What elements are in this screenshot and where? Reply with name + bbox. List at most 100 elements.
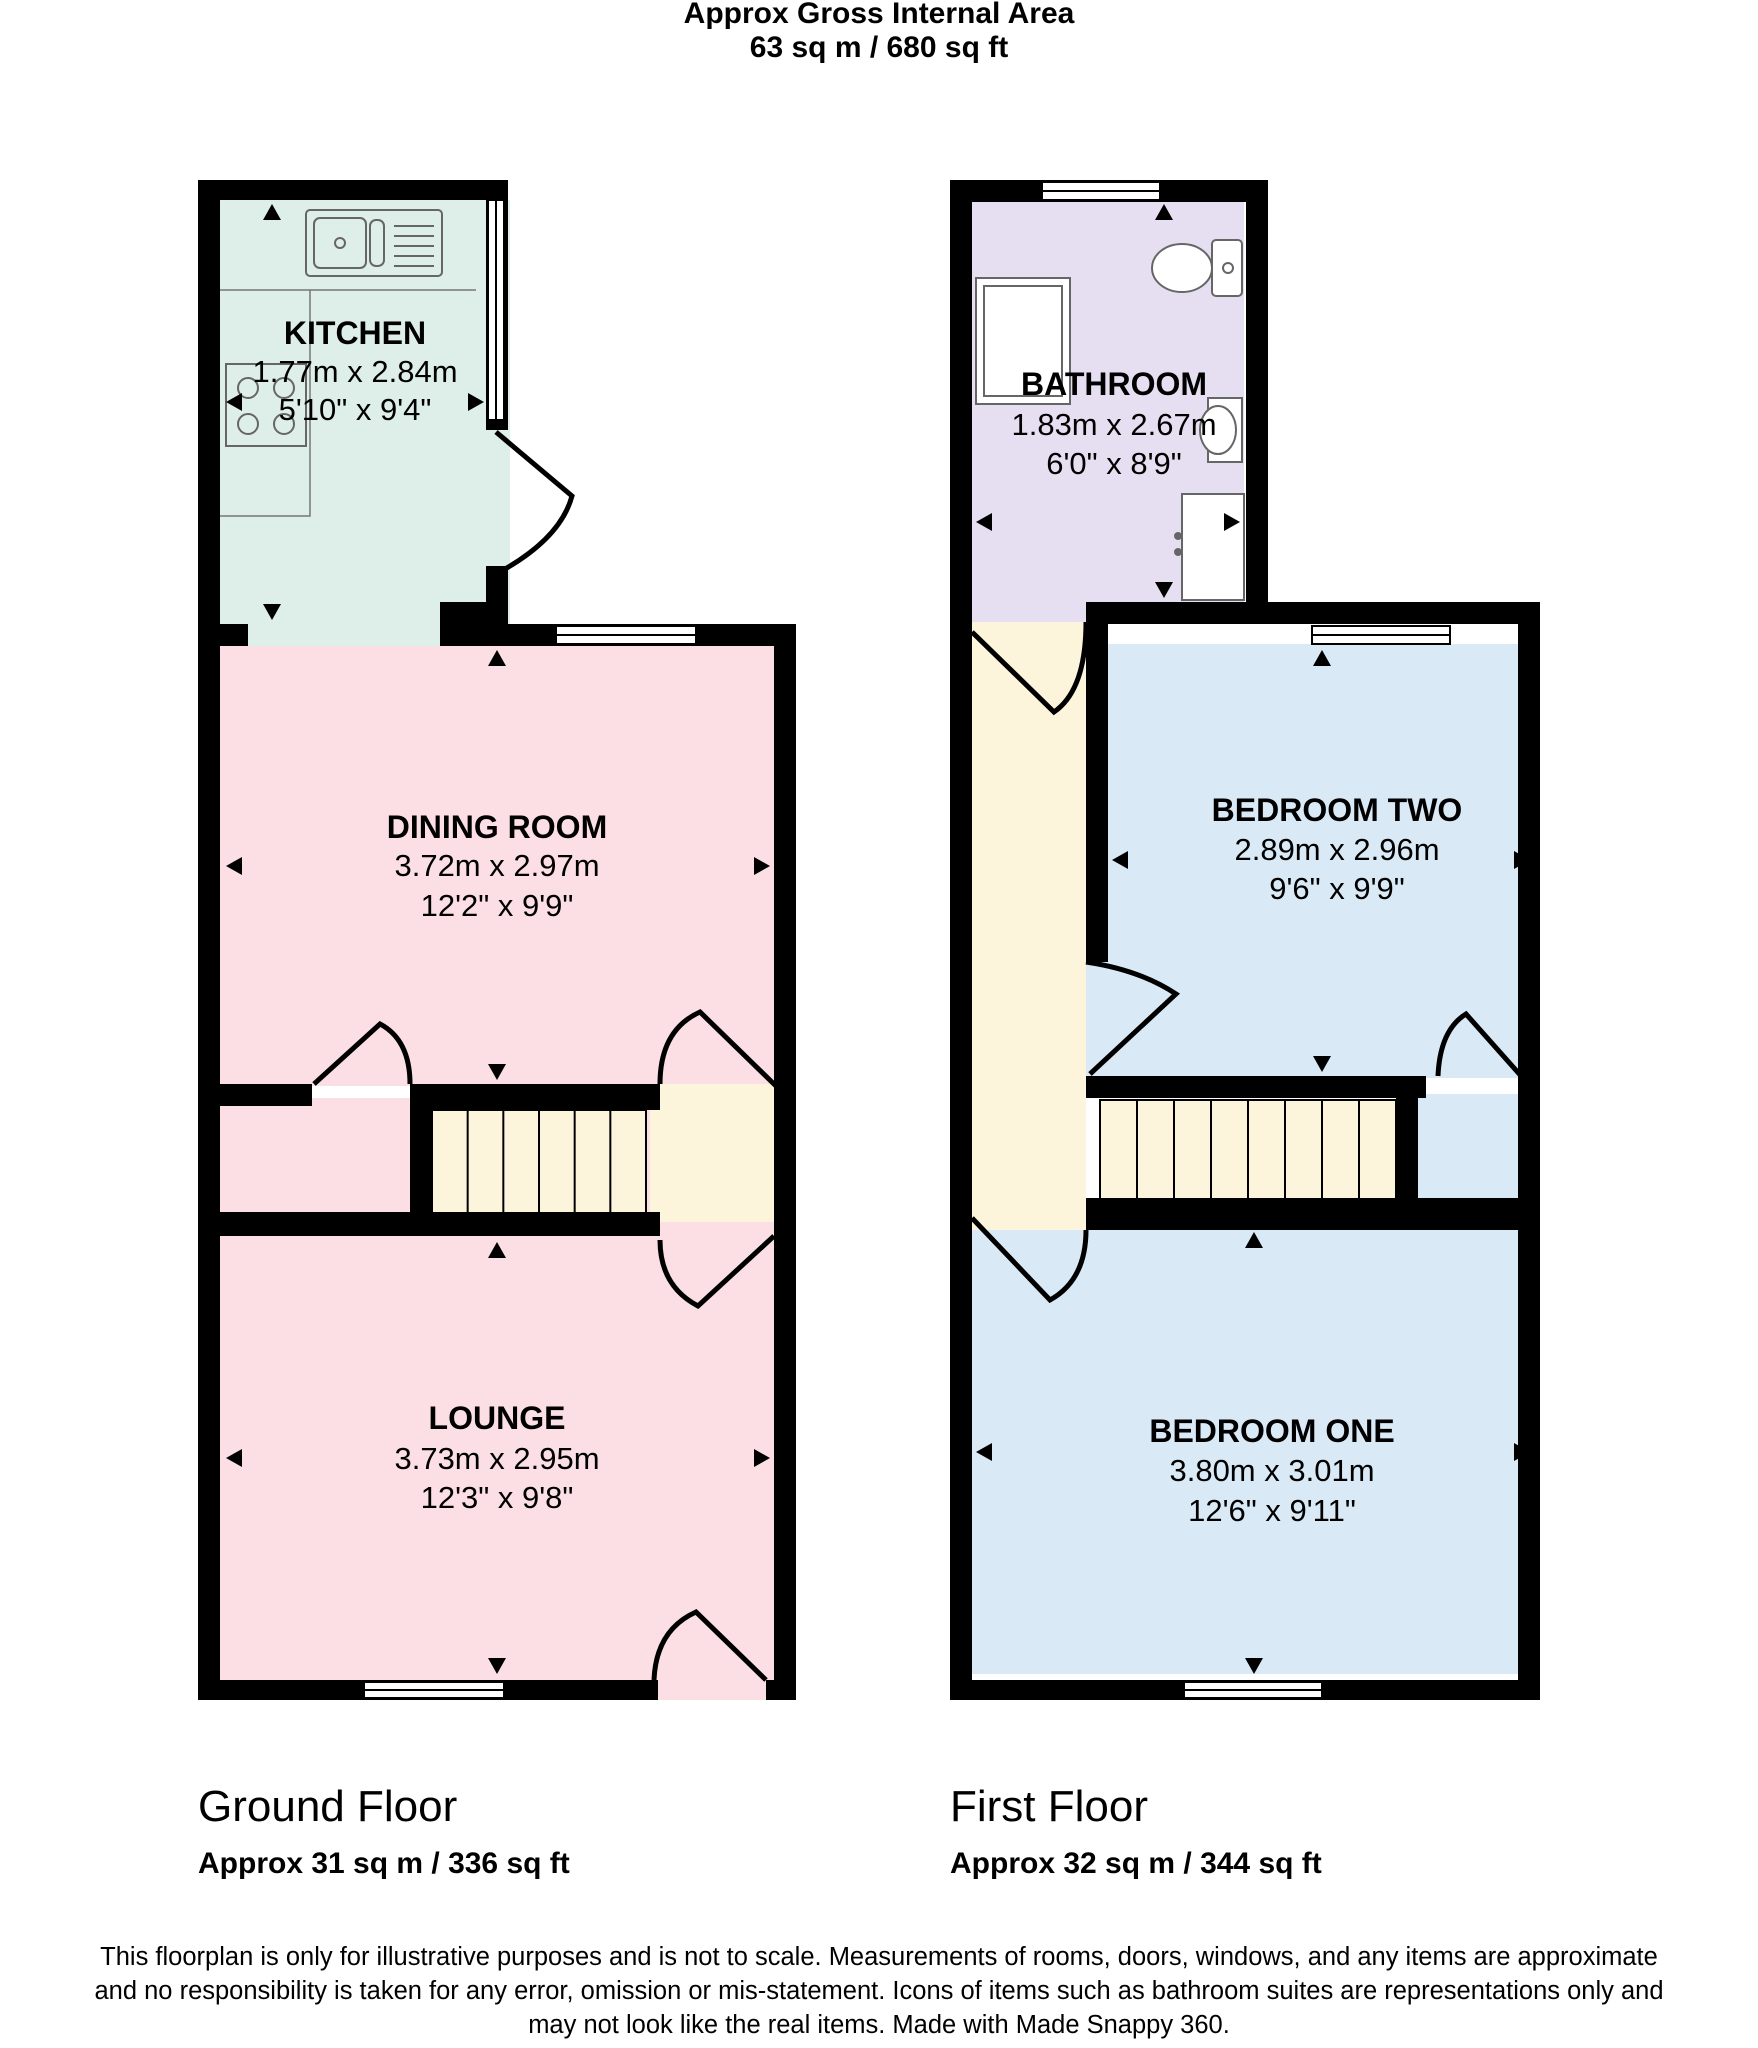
vanity-unit-icon: [1174, 493, 1245, 601]
basin-icon: [1199, 397, 1243, 463]
room-name: BATHROOM: [1021, 366, 1207, 402]
wall: [1518, 624, 1540, 1700]
wall: [1086, 602, 1540, 624]
wall: [774, 624, 796, 1700]
dimension-arrow: [488, 1242, 506, 1258]
room-label-bedroom-one: BEDROOM ONE 3.80m x 3.01m 12'6" x 9'11": [1149, 1413, 1394, 1528]
room-dimensions-imperial: 12'2" x 9'9": [421, 888, 574, 923]
fixtures: [220, 209, 1245, 601]
door-swing: [651, 1609, 768, 1682]
windows: [363, 181, 1451, 1699]
dimension-arrow: [226, 1449, 242, 1467]
fill-under-stairs: [220, 1098, 410, 1214]
door-swing: [1435, 1010, 1532, 1088]
kitchen-hob-icon: [225, 363, 307, 447]
dimension-arrow: [1245, 1232, 1263, 1248]
fill-landing: [970, 622, 1086, 1232]
fill-dining-room: [220, 646, 776, 1086]
wall: [1086, 602, 1108, 962]
dimension-arrow: [263, 204, 281, 220]
door-swing: [494, 430, 575, 577]
ground-floor-area: Approx 31 sq m / 336 sq ft: [198, 1847, 570, 1880]
room-dimensions-metric: 3.72m x 2.97m: [394, 848, 599, 883]
area-header-title: Approx Gross Internal Area: [683, 0, 1075, 30]
wall: [198, 180, 494, 200]
room-name: BEDROOM TWO: [1212, 792, 1463, 828]
dimension-arrow: [754, 857, 770, 875]
room-label-bedroom-two: BEDROOM TWO 2.89m x 2.96m 9'6" x 9'9": [1212, 792, 1463, 906]
dimension-arrow: [226, 857, 242, 875]
shower-tray-icon: [975, 277, 1071, 405]
room-dimensions-imperial: 12'3" x 9'8": [421, 1480, 574, 1515]
dimension-arrow: [488, 1064, 506, 1080]
wall: [410, 1084, 660, 1110]
door-swing: [1085, 959, 1181, 1076]
dimension-arrow: [263, 604, 281, 620]
room-name: KITCHEN: [284, 315, 426, 351]
wall: [220, 1084, 312, 1106]
fill-lounge-door-area: [650, 1240, 776, 1700]
doors: [312, 430, 1532, 1682]
dimension-arrow: [976, 1443, 992, 1461]
wall: [220, 624, 248, 646]
room-dimensions-metric: 3.73m x 2.95m: [394, 1441, 599, 1476]
wall: [1396, 1076, 1418, 1210]
room-dimensions-metric: 3.80m x 3.01m: [1169, 1453, 1374, 1488]
wall: [198, 180, 220, 1700]
room-label-kitchen: KITCHEN 1.77m x 2.84m 5'10" x 9'4": [252, 315, 457, 427]
door-swing: [657, 1234, 776, 1310]
dimension-arrow: [1313, 650, 1331, 666]
room-dimensions-metric: 2.89m x 2.96m: [1234, 832, 1439, 867]
door-swing: [970, 621, 1089, 716]
room-dimensions-imperial: 6'0" x 8'9": [1046, 446, 1182, 481]
dimension-arrow: [488, 650, 506, 666]
dimension-arrow: [1514, 851, 1530, 869]
room-dimensions-metric: 1.77m x 2.84m: [252, 354, 457, 389]
wall: [1086, 1198, 1538, 1230]
disclaimer-line: This floorplan is only for illustrative …: [100, 1943, 1658, 1971]
wall: [1246, 180, 1268, 624]
dimension-arrow: [488, 1658, 506, 1674]
dimension-arrow: [1112, 851, 1128, 869]
dimension-arrow: [976, 513, 992, 531]
room-dimensions-imperial: 12'6" x 9'11": [1188, 1493, 1356, 1528]
dimension-arrow: [1155, 582, 1173, 598]
room-label-lounge: LOUNGE 3.73m x 2.95m 12'3" x 9'8": [394, 1400, 599, 1515]
ground-floor-label: Ground Floor: [198, 1782, 458, 1831]
disclaimer-line: may not look like the real items. Made w…: [528, 2011, 1230, 2039]
walls: [198, 180, 1540, 1700]
fill-ground-hall: [650, 1084, 776, 1222]
wall: [410, 1084, 432, 1218]
door-swing: [970, 1216, 1089, 1304]
dimension-arrow: [468, 393, 484, 411]
room-name: BEDROOM ONE: [1149, 1413, 1394, 1449]
room-dimensions-metric: 1.83m x 2.67m: [1011, 407, 1216, 442]
door-swing: [312, 1020, 413, 1086]
room-dimensions-imperial: 9'6" x 9'9": [1269, 871, 1405, 906]
first-floor-label: First Floor: [950, 1782, 1148, 1831]
dimension-arrow: [754, 1449, 770, 1467]
fill-bedroom-two: [1106, 644, 1538, 1078]
dimension-arrow: [1224, 513, 1240, 531]
toilet-icon: [1151, 239, 1243, 297]
dimension-arrow: [1313, 1056, 1331, 1072]
wall: [950, 180, 972, 1700]
dimension-arrow: [1245, 1658, 1263, 1674]
dimension-arrow: [226, 393, 242, 411]
kitchen-worktop: [220, 289, 476, 517]
fill-bedroom-one: [970, 1230, 1538, 1674]
dimension-arrows: [226, 204, 1530, 1674]
area-header-total: 63 sq m / 680 sq ft: [749, 31, 1009, 64]
room-label-bathroom: BATHROOM 1.83m x 2.67m 6'0" x 8'9": [1011, 366, 1216, 481]
disclaimer: This floorplan is only for illustrative …: [0, 1940, 1758, 2042]
kitchen-sink-icon: [305, 209, 443, 277]
room-dimensions-imperial: 5'10" x 9'4": [279, 392, 432, 427]
wall: [1086, 1076, 1426, 1098]
dimension-arrow: [1514, 1443, 1530, 1461]
staircases: [431, 1099, 1397, 1215]
room-label-dining-room: DINING ROOM 3.72m x 2.97m 12'2" x 9'9": [387, 809, 607, 923]
wall: [766, 1680, 796, 1700]
dimension-arrow: [1155, 204, 1173, 220]
wall: [220, 1212, 660, 1236]
